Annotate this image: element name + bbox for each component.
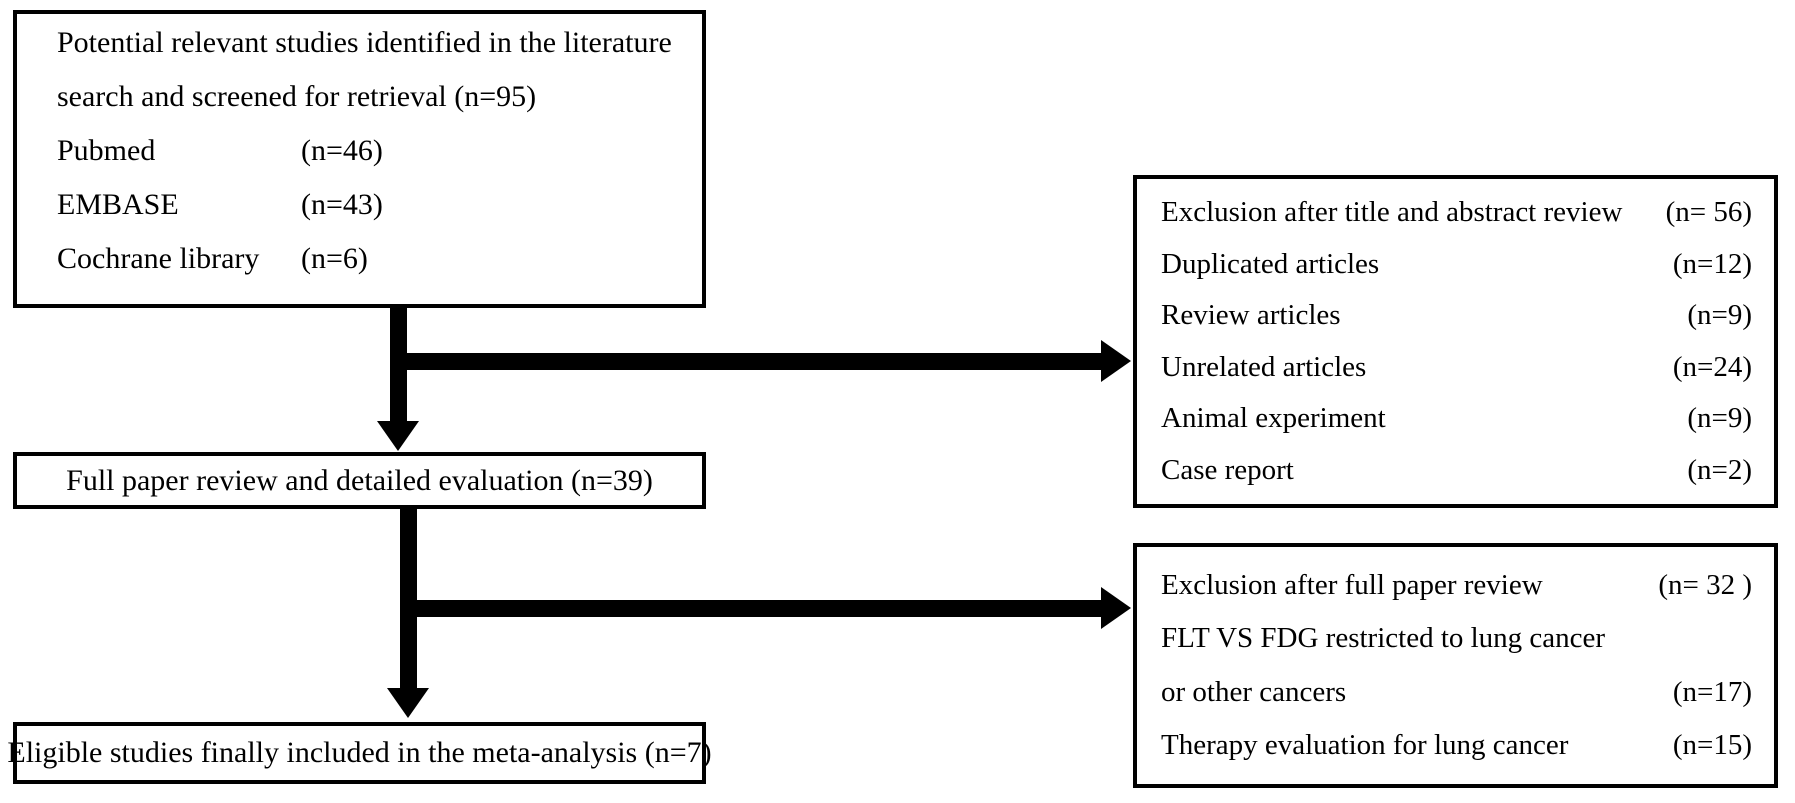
identification-pubmed-value: (n=46)	[301, 134, 383, 167]
identification-embase-value: (n=43)	[301, 188, 383, 221]
exclusion-title-line-review: Review articles (n=9)	[1161, 301, 1752, 330]
exclusion-review-label: Review articles	[1161, 299, 1341, 332]
exclusion-therapy-label: Therapy evaluation for lung cancer	[1161, 728, 1569, 761]
exclusion-title-line-unrelated: Unrelated articles (n=24)	[1161, 350, 1752, 383]
exclusion-review-value: (n=9)	[1687, 299, 1752, 332]
exclusion-unrelated-value: (n=24)	[1672, 350, 1752, 383]
identification-line-2-label: search and screened for retrieval (n=95)	[57, 80, 537, 113]
identification-line-1: Potential relevant studies identified in…	[57, 28, 702, 58]
exclusion-full-line-header: Exclusion after full paper review (n= 32…	[1161, 571, 1752, 600]
identification-box: Potential relevant studies identified in…	[13, 10, 706, 308]
exclusion-duplicated-value: (n=12)	[1672, 247, 1752, 280]
exclusion-unrelated-label: Unrelated articles	[1161, 350, 1367, 383]
exclusion-title-line-animal: Animal experiment (n=9)	[1161, 404, 1752, 433]
exclusion-other-cancers-value: (n=17)	[1672, 675, 1752, 708]
exclusion-full-header-label: Exclusion after full paper review	[1161, 569, 1543, 602]
exclusion-title-line-case: Case report (n=2)	[1161, 453, 1752, 486]
identification-line-2: search and screened for retrieval (n=95)	[57, 82, 702, 112]
exclusion-after-full-paper-box: Exclusion after full paper review (n= 32…	[1133, 543, 1778, 788]
exclusion-case-label: Case report	[1161, 453, 1294, 486]
exclusion-animal-value: (n=9)	[1687, 402, 1752, 435]
exclusion-after-full-paper-content: Exclusion after full paper review (n= 32…	[1137, 547, 1774, 784]
exclusion-full-line-other-cancers: or other cancers (n=17)	[1161, 675, 1752, 708]
exclusion-title-header-value: (n= 56)	[1665, 196, 1752, 229]
exclusion-title-line-header: Exclusion after title and abstract revie…	[1161, 198, 1752, 227]
full-paper-to-exclusion-full-line	[400, 600, 1104, 617]
full-paper-to-exclusion-full-arrowhead	[1101, 587, 1131, 629]
identification-line-embase: EMBASE (n=43)	[57, 190, 702, 220]
identification-pubmed-label: Pubmed	[57, 134, 156, 167]
identification-to-exclusion-title-line	[390, 353, 1104, 370]
exclusion-flt-fdg-label: FLT VS FDG restricted to lung cancer	[1161, 622, 1606, 655]
eligible-studies-box: Eligible studies finally included in the…	[7, 722, 712, 784]
identification-cochrane-value: (n=6)	[301, 242, 368, 275]
full-paper-review-text-line: Full paper review and detailed evaluatio…	[66, 463, 653, 497]
exclusion-full-header-value: (n= 32 )	[1658, 569, 1752, 602]
full-paper-to-eligible-arrowhead	[387, 688, 429, 718]
exclusion-after-title-abstract-box: Exclusion after title and abstract revie…	[1133, 175, 1778, 508]
full-paper-review-box: Full paper review and detailed evaluatio…	[13, 452, 706, 509]
exclusion-title-header-label: Exclusion after title and abstract revie…	[1161, 196, 1623, 229]
full-paper-review-box-content: Full paper review and detailed evaluatio…	[17, 456, 702, 505]
exclusion-duplicated-label: Duplicated articles	[1161, 247, 1380, 280]
identification-to-exclusion-title-arrowhead	[1101, 340, 1131, 382]
full-paper-review-label: Full paper review and detailed evaluatio…	[66, 463, 653, 497]
identification-line-1-label: Potential relevant studies identified in…	[57, 26, 672, 59]
eligible-studies-text-line: Eligible studies finally included in the…	[7, 738, 711, 768]
identification-line-cochrane: Cochrane library (n=6)	[57, 244, 702, 274]
exclusion-full-line-therapy: Therapy evaluation for lung cancer (n=15…	[1161, 728, 1752, 761]
exclusion-therapy-value: (n=15)	[1672, 728, 1752, 761]
eligible-studies-box-content: Eligible studies finally included in the…	[7, 726, 711, 780]
identification-line-pubmed: Pubmed (n=46)	[57, 136, 702, 166]
full-paper-to-eligible-stem	[400, 509, 417, 689]
identification-embase-label: EMBASE	[57, 188, 179, 221]
exclusion-case-value: (n=2)	[1687, 453, 1752, 486]
exclusion-title-line-duplicated: Duplicated articles (n=12)	[1161, 247, 1752, 280]
exclusion-full-line-flt-fdg: FLT VS FDG restricted to lung cancer	[1161, 624, 1752, 653]
exclusion-after-title-abstract-content: Exclusion after title and abstract revie…	[1137, 179, 1774, 504]
identification-cochrane-label: Cochrane library	[57, 242, 260, 275]
exclusion-animal-label: Animal experiment	[1161, 402, 1386, 435]
identification-box-content: Potential relevant studies identified in…	[17, 14, 702, 304]
eligible-studies-label: Eligible studies finally included in the…	[7, 736, 712, 769]
exclusion-other-cancers-label: or other cancers	[1161, 675, 1347, 708]
identification-to-full-paper-arrowhead	[377, 421, 419, 451]
